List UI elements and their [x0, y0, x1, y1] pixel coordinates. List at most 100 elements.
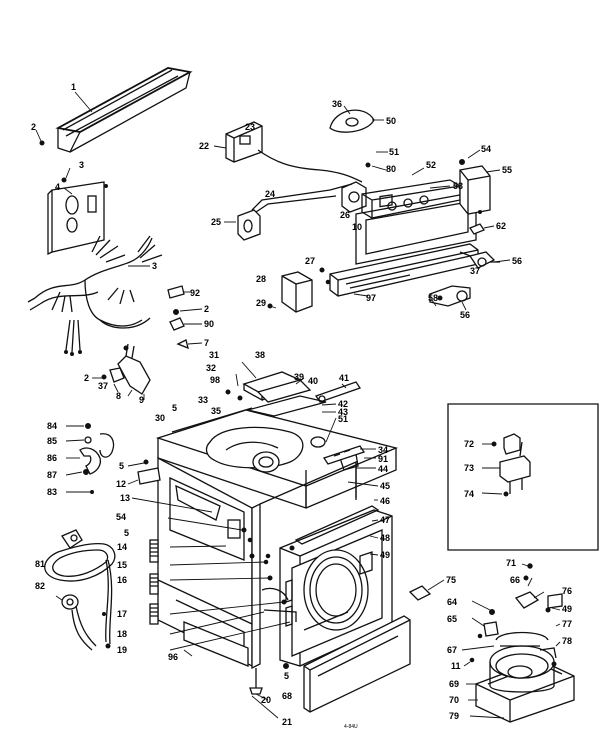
callout-24: 24 — [265, 189, 275, 199]
bracket-part-28 — [267, 271, 313, 313]
callout-43: 43 — [338, 407, 348, 417]
callout-4: 4 — [55, 182, 60, 192]
callout-87: 87 — [47, 470, 57, 480]
drain-plug-part-82 — [55, 594, 97, 651]
inset-box — [447, 403, 599, 551]
callout-labels: 1 2 3 4 3 92 2 90 7 2 37 8 9 22 23 36 50… — [31, 82, 572, 730]
callout-51a: 51 — [389, 147, 399, 157]
callout-58: 58 — [428, 293, 438, 303]
callout-20: 20 — [261, 695, 271, 705]
callout-75: 75 — [446, 575, 456, 585]
bracket-part-55 — [459, 149, 501, 215]
part-42-43 — [247, 395, 337, 417]
callout-52: 52 — [426, 160, 436, 170]
callout-49a: 49 — [380, 550, 390, 560]
callout-90: 90 — [204, 319, 214, 329]
callout-21: 21 — [282, 717, 292, 727]
callout-82: 82 — [35, 581, 45, 591]
callout-81: 81 — [35, 559, 45, 569]
callout-7: 7 — [204, 338, 209, 348]
callout-37b: 37 — [470, 266, 480, 276]
callout-85: 85 — [47, 436, 57, 446]
pump-part-75 — [408, 579, 445, 601]
small-fasteners — [131, 497, 297, 651]
callout-27: 27 — [305, 256, 315, 266]
callout-54: 54 — [481, 144, 491, 154]
callout-91: 91 — [378, 454, 388, 464]
callout-5d: 5 — [284, 671, 289, 681]
callout-15: 15 — [117, 560, 127, 570]
callout-30: 30 — [155, 413, 165, 423]
clip-part-7 — [176, 339, 203, 350]
callout-3b: 3 — [152, 261, 157, 271]
callout-79: 79 — [449, 711, 459, 721]
switch-assembly-part — [92, 343, 151, 400]
callout-71: 71 — [506, 558, 516, 568]
callout-33: 33 — [198, 395, 208, 405]
callout-92: 92 — [190, 288, 200, 298]
callout-80: 80 — [386, 164, 396, 174]
callout-46: 46 — [380, 496, 390, 506]
callout-8: 8 — [116, 391, 121, 401]
callout-23: 23 — [245, 122, 255, 132]
callout-72: 72 — [464, 439, 474, 449]
callout-2a: 2 — [31, 122, 36, 132]
callout-36: 36 — [332, 99, 342, 109]
callout-74: 74 — [464, 489, 474, 499]
callout-29: 29 — [256, 298, 266, 308]
callout-48: 48 — [380, 533, 390, 543]
callout-65: 65 — [447, 614, 457, 624]
callout-53: 53 — [453, 181, 463, 191]
callout-50: 50 — [386, 116, 396, 126]
callout-17: 17 — [117, 609, 127, 619]
control-console-part-53 — [341, 151, 461, 219]
callout-38: 38 — [255, 350, 265, 360]
callout-35: 35 — [211, 406, 221, 416]
callout-55: 55 — [502, 165, 512, 175]
callout-19: 19 — [117, 645, 127, 655]
callout-49b: 49 — [562, 604, 572, 614]
callout-44: 44 — [378, 464, 388, 474]
callout-56b: 56 — [460, 310, 470, 320]
switch-part-25 — [224, 183, 353, 241]
clip-part-92 — [167, 285, 190, 299]
callout-5b: 5 — [119, 461, 124, 471]
inlet-hose-part-81 — [44, 529, 116, 649]
drawing-code: 4-84U — [344, 724, 358, 730]
clip-part-62 — [469, 223, 495, 235]
callout-84: 84 — [47, 421, 57, 431]
callout-5a: 5 — [172, 403, 177, 413]
callout-22: 22 — [199, 141, 209, 151]
callout-77: 77 — [562, 619, 572, 629]
callout-32: 32 — [206, 363, 216, 373]
callout-54b: 54 — [116, 512, 126, 522]
callout-3a: 3 — [79, 160, 84, 170]
bracket-part-4 — [47, 167, 108, 256]
leveling-foot-part — [249, 663, 289, 719]
kick-panel-part-68 — [303, 615, 411, 713]
callout-14: 14 — [117, 542, 127, 552]
callout-12: 12 — [116, 479, 126, 489]
callout-78: 78 — [562, 636, 572, 646]
wiring-harness-part — [27, 235, 163, 356]
clip-part-90 — [169, 317, 202, 331]
callout-28: 28 — [256, 274, 266, 284]
screw-2a — [35, 129, 45, 146]
callout-56a: 56 — [512, 256, 522, 266]
callout-26: 26 — [340, 210, 350, 220]
toe-panel-part-96 — [183, 621, 249, 667]
callout-69: 69 — [449, 679, 459, 689]
callout-39: 39 — [294, 372, 304, 382]
callout-40: 40 — [308, 376, 318, 386]
timer-part-22 — [213, 121, 363, 183]
callout-83: 83 — [47, 487, 57, 497]
callout-25: 25 — [211, 217, 221, 227]
callout-10: 10 — [352, 222, 362, 232]
bracket-part-56 — [429, 251, 511, 311]
callout-45: 45 — [380, 481, 390, 491]
callout-18: 18 — [117, 629, 127, 639]
callout-86: 86 — [47, 453, 57, 463]
hose-clamp-parts — [65, 423, 115, 494]
callout-34: 34 — [378, 445, 388, 455]
